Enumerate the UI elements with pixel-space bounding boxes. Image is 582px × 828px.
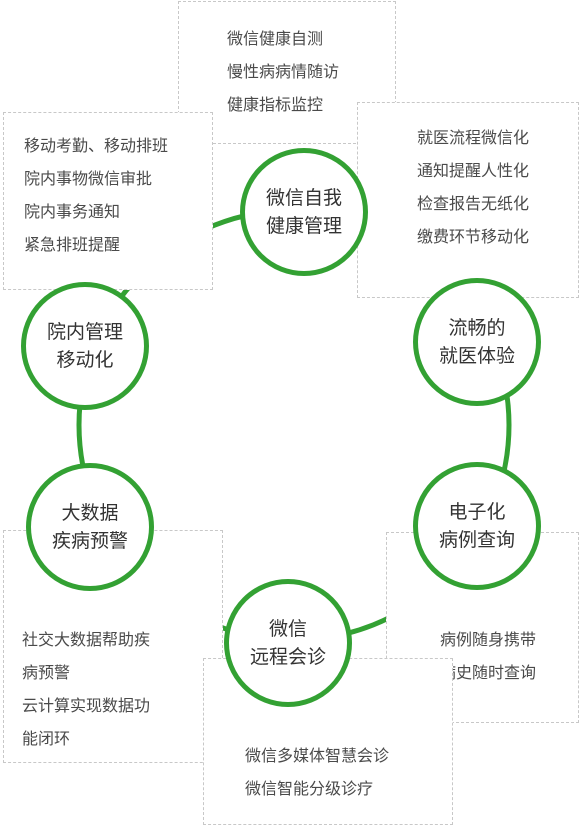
box-right-bottom-item: 病例随身携带 <box>440 630 537 649</box>
node-left-bottom: 大数据 疾病预警 <box>26 463 154 591</box>
box-left-top-item: 院内事物微信审批 <box>24 169 153 188</box>
box-right-top-item: 通知提醒人性化 <box>417 161 530 180</box>
node-right-top-line1: 流畅的 <box>448 317 506 339</box>
box-right-top-item: 检查报告无纸化 <box>417 194 530 213</box>
box-bottom-item: 微信多媒体智慧会诊 <box>245 746 390 765</box>
box-left-bottom-item: 社交大数据帮助疾 <box>22 630 151 649</box>
box-top-item: 健康指标监控 <box>227 95 324 114</box>
box-right-bottom-item: 病史随时查询 <box>440 663 537 682</box>
box-right-top-item: 缴费环节移动化 <box>417 227 530 246</box>
node-left-bottom-line1: 大数据 <box>61 502 119 524</box>
box-right-top-item: 就医流程微信化 <box>417 128 530 147</box>
box-left-bottom-item: 云计算实现数据功 <box>22 696 151 715</box>
node-right-top: 流畅的 就医体验 <box>413 278 541 406</box>
box-left-top-item: 紧急排班提醒 <box>24 235 121 254</box>
box-bottom-item: 微信智能分级诊疗 <box>245 779 374 798</box>
node-left-top: 院内管理 移动化 <box>21 282 149 410</box>
box-left-top: 移动考勤、移动排班 院内事物微信审批 院内事务通知 紧急排班提醒 <box>3 112 213 290</box>
node-right-bottom: 电子化 病例查询 <box>413 462 541 590</box>
node-right-top-line2: 就医体验 <box>438 345 515 367</box>
node-bottom-line1: 微信 <box>268 618 307 640</box>
node-top: 微信自我 健康管理 <box>240 148 368 276</box>
node-left-top-line1: 院内管理 <box>46 321 123 343</box>
box-left-bottom-item: 病预警 <box>22 663 71 682</box>
node-top-line2: 健康管理 <box>265 215 342 237</box>
box-left-bottom-item: 能闭环 <box>22 729 71 748</box>
node-right-bottom-line2: 病例查询 <box>438 529 515 551</box>
box-right-top: 就医流程微信化 通知提醒人性化 检查报告无纸化 缴费环节移动化 <box>357 102 579 298</box>
node-right-bottom-line1: 电子化 <box>448 501 506 523</box>
node-top-line1: 微信自我 <box>265 187 342 209</box>
box-top-item: 微信健康自测 <box>227 29 324 48</box>
box-left-top-item: 院内事务通知 <box>24 202 121 221</box>
node-bottom: 微信 远程会诊 <box>224 579 352 707</box>
node-left-bottom-line2: 疾病预警 <box>51 530 128 552</box>
box-top-item: 慢性病病情随访 <box>227 62 340 81</box>
node-left-top-line2: 移动化 <box>56 349 114 371</box>
node-bottom-line2: 远程会诊 <box>249 646 326 668</box>
box-left-top-item: 移动考勤、移动排班 <box>24 136 169 155</box>
